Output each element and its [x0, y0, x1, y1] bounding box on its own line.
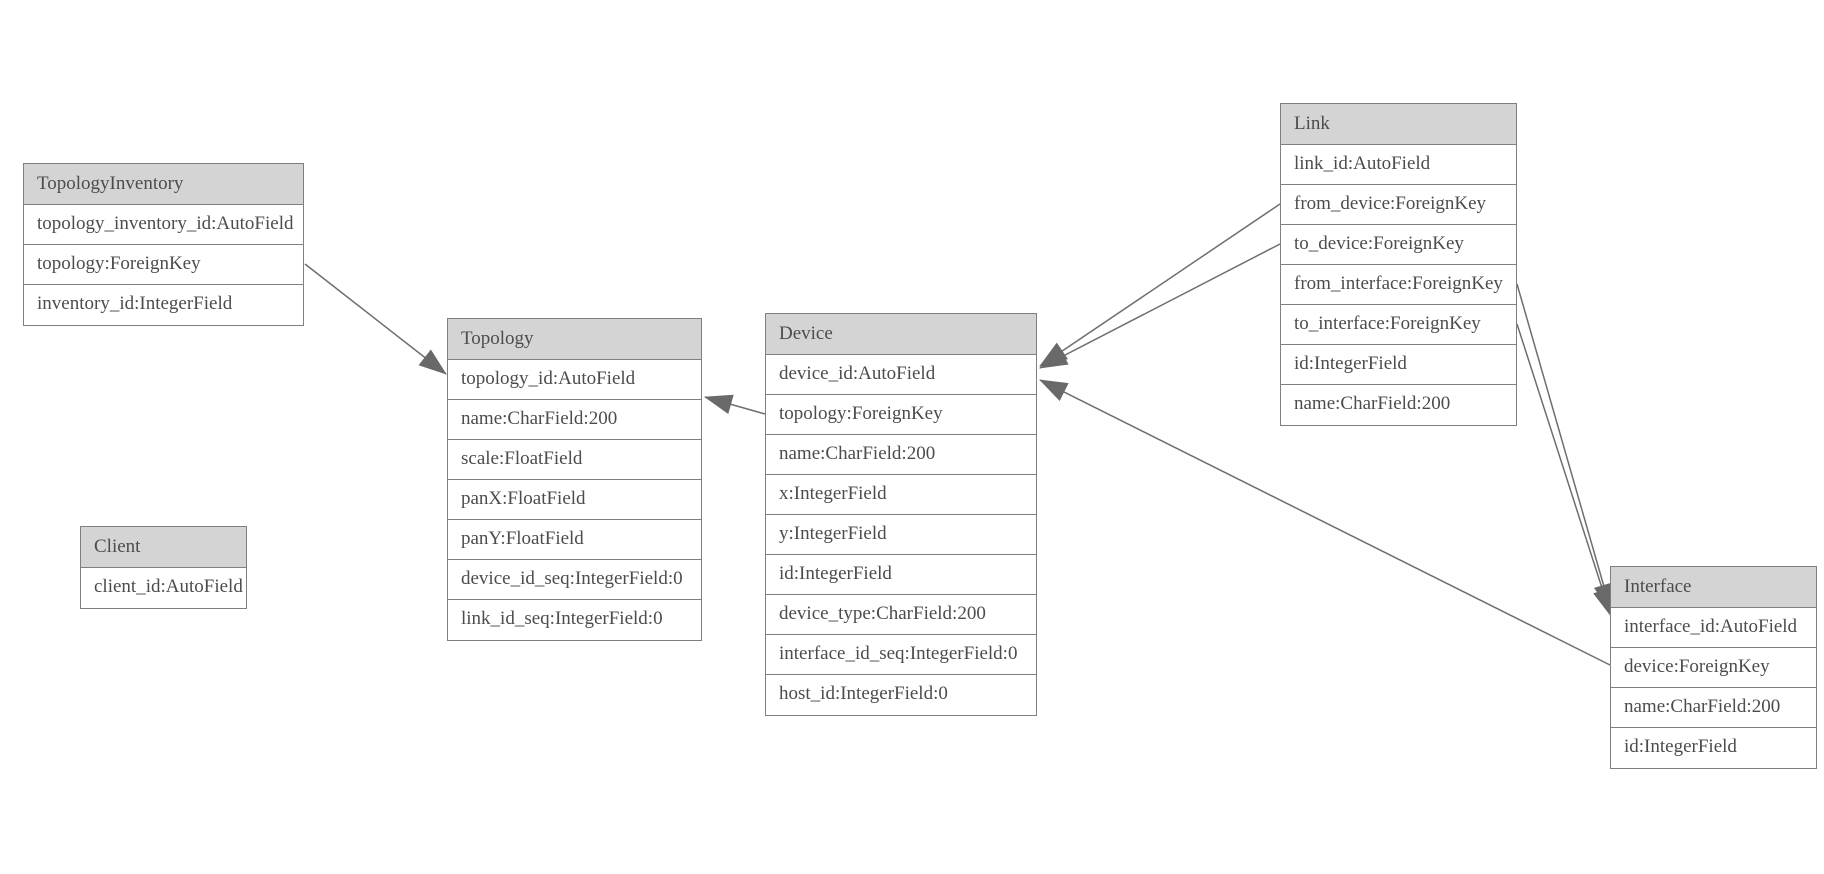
entity-field-row: client_id:AutoField	[81, 568, 246, 608]
entity-field-row: x:IntegerField	[766, 475, 1036, 515]
entity-field-row: name:CharField:200	[1611, 688, 1816, 728]
entity-title-topology: Topology	[448, 319, 701, 360]
entity-field-row: device:ForeignKey	[1611, 648, 1816, 688]
relationship-device-topology-to-topology	[704, 394, 766, 415]
entity-field-row: name:CharField:200	[448, 400, 701, 440]
relationship-link-to-interface-to-interface	[1516, 323, 1613, 617]
entity-field-row: device_type:CharField:200	[766, 595, 1036, 635]
entity-field-row: interface_id:AutoField	[1611, 608, 1816, 648]
entity-field-row: topology_id:AutoField	[448, 360, 701, 400]
entity-field-row: to_interface:ForeignKey	[1281, 305, 1516, 345]
entity-field-row: from_interface:ForeignKey	[1281, 265, 1516, 305]
entity-title-client: Client	[81, 527, 246, 568]
entity-title-link: Link	[1281, 104, 1516, 145]
entity-title-device: Device	[766, 314, 1036, 355]
relationship-link-from-interface-to-interface	[1516, 283, 1614, 612]
entity-field-row: device_id_seq:IntegerField:0	[448, 560, 701, 600]
entity-field-row: interface_id_seq:IntegerField:0	[766, 635, 1036, 675]
entity-field-row: scale:FloatField	[448, 440, 701, 480]
entity-field-row: inventory_id:IntegerField	[24, 285, 303, 325]
relationship-link-from-device-to-device	[1039, 203, 1281, 367]
entity-field-row: topology:ForeignKey	[766, 395, 1036, 435]
entity-field-row: y:IntegerField	[766, 515, 1036, 555]
entity-field-row: panX:FloatField	[448, 480, 701, 520]
relationship-link-to-device-to-device	[1039, 243, 1281, 369]
entity-field-row: host_id:IntegerField:0	[766, 675, 1036, 715]
entity-field-row: link_id_seq:IntegerField:0	[448, 600, 701, 640]
entity-field-row: to_device:ForeignKey	[1281, 225, 1516, 265]
entity-field-row: id:IntegerField	[1611, 728, 1816, 768]
entity-field-row: link_id:AutoField	[1281, 145, 1516, 185]
entity-field-row: topology_inventory_id:AutoField	[24, 205, 303, 245]
entity-title-interface: Interface	[1611, 567, 1816, 608]
entity-field-row: topology:ForeignKey	[24, 245, 303, 285]
entity-title-topology-inventory: TopologyInventory	[24, 164, 303, 205]
entity-field-row: id:IntegerField	[766, 555, 1036, 595]
entity-field-row: panY:FloatField	[448, 520, 701, 560]
entity-field-row: from_device:ForeignKey	[1281, 185, 1516, 225]
entity-field-row: device_id:AutoField	[766, 355, 1036, 395]
relationship-topologyinventory-topology-to-topology	[304, 263, 447, 375]
entity-field-row: name:CharField:200	[766, 435, 1036, 475]
entity-field-row: name:CharField:200	[1281, 385, 1516, 425]
entity-field-row: id:IntegerField	[1281, 345, 1516, 385]
